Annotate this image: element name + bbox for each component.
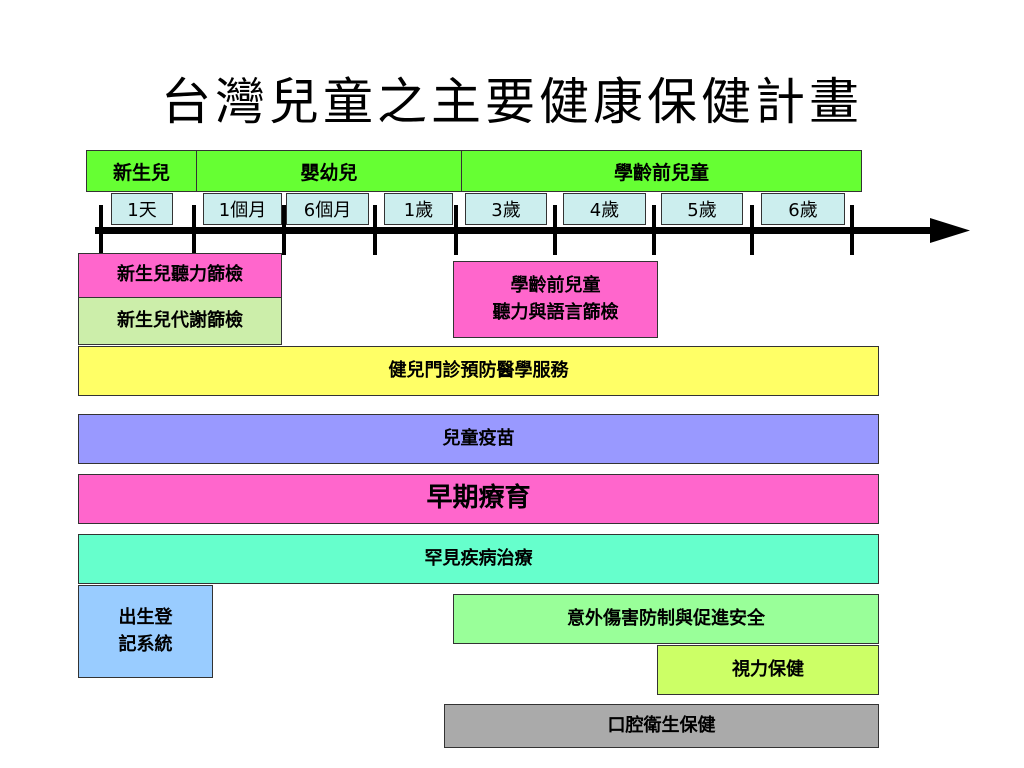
- preschool-hearing-language-screening: 學齡前兒童 聽力與語言篩檢: [453, 261, 658, 338]
- well-child-preventive-services: 健兒門診預防醫學服務: [78, 346, 879, 396]
- timeline-tick: [553, 205, 557, 255]
- preschool-screening-line2: 聽力與語言篩檢: [492, 301, 619, 323]
- timeline-arrow: [95, 218, 970, 243]
- preschool-screening-line1: 學齡前兒童: [510, 275, 601, 297]
- birth-registration-system: 出生登 記系統: [78, 585, 213, 678]
- age-label: 5歲: [661, 193, 743, 225]
- timeline-tick: [282, 205, 286, 255]
- child-vaccines: 兒童疫苗: [78, 414, 879, 464]
- birth-registry-line1: 出生登: [118, 607, 173, 629]
- age-label: 6個月: [286, 193, 369, 225]
- age-label: 1天: [111, 193, 173, 225]
- newborn-hearing-screening: 新生兒聽力篩檢: [78, 253, 282, 298]
- newborn-metabolic-screening: 新生兒代謝篩檢: [78, 297, 282, 345]
- rare-disease-treatment: 罕見疾病治療: [78, 534, 879, 584]
- page-title: 台灣兒童之主要健康保健計畫: [161, 73, 863, 131]
- stage-preschool: 學齡前兒童: [461, 150, 862, 192]
- age-label: 1歲: [384, 193, 453, 225]
- timeline-tick: [454, 205, 458, 255]
- timeline-tick: [192, 205, 196, 255]
- age-label: 4歲: [563, 193, 646, 225]
- early-intervention: 早期療育: [78, 474, 879, 524]
- injury-prevention-safety: 意外傷害防制與促進安全: [453, 594, 879, 644]
- age-label: 1個月: [203, 193, 282, 225]
- age-label: 3歲: [465, 193, 547, 225]
- timeline-tick: [850, 205, 854, 255]
- oral-health-care: 口腔衛生保健: [444, 704, 879, 748]
- timeline-tick: [99, 205, 103, 255]
- timeline-tick: [652, 205, 656, 255]
- timeline-tick: [373, 205, 377, 255]
- age-label: 6歲: [761, 193, 845, 225]
- vision-care: 視力保健: [657, 645, 879, 695]
- stage-newborn: 新生兒: [86, 150, 197, 192]
- timeline-tick: [750, 205, 754, 255]
- birth-registry-line2: 記系統: [118, 633, 173, 655]
- stage-infant: 嬰幼兒: [196, 150, 462, 192]
